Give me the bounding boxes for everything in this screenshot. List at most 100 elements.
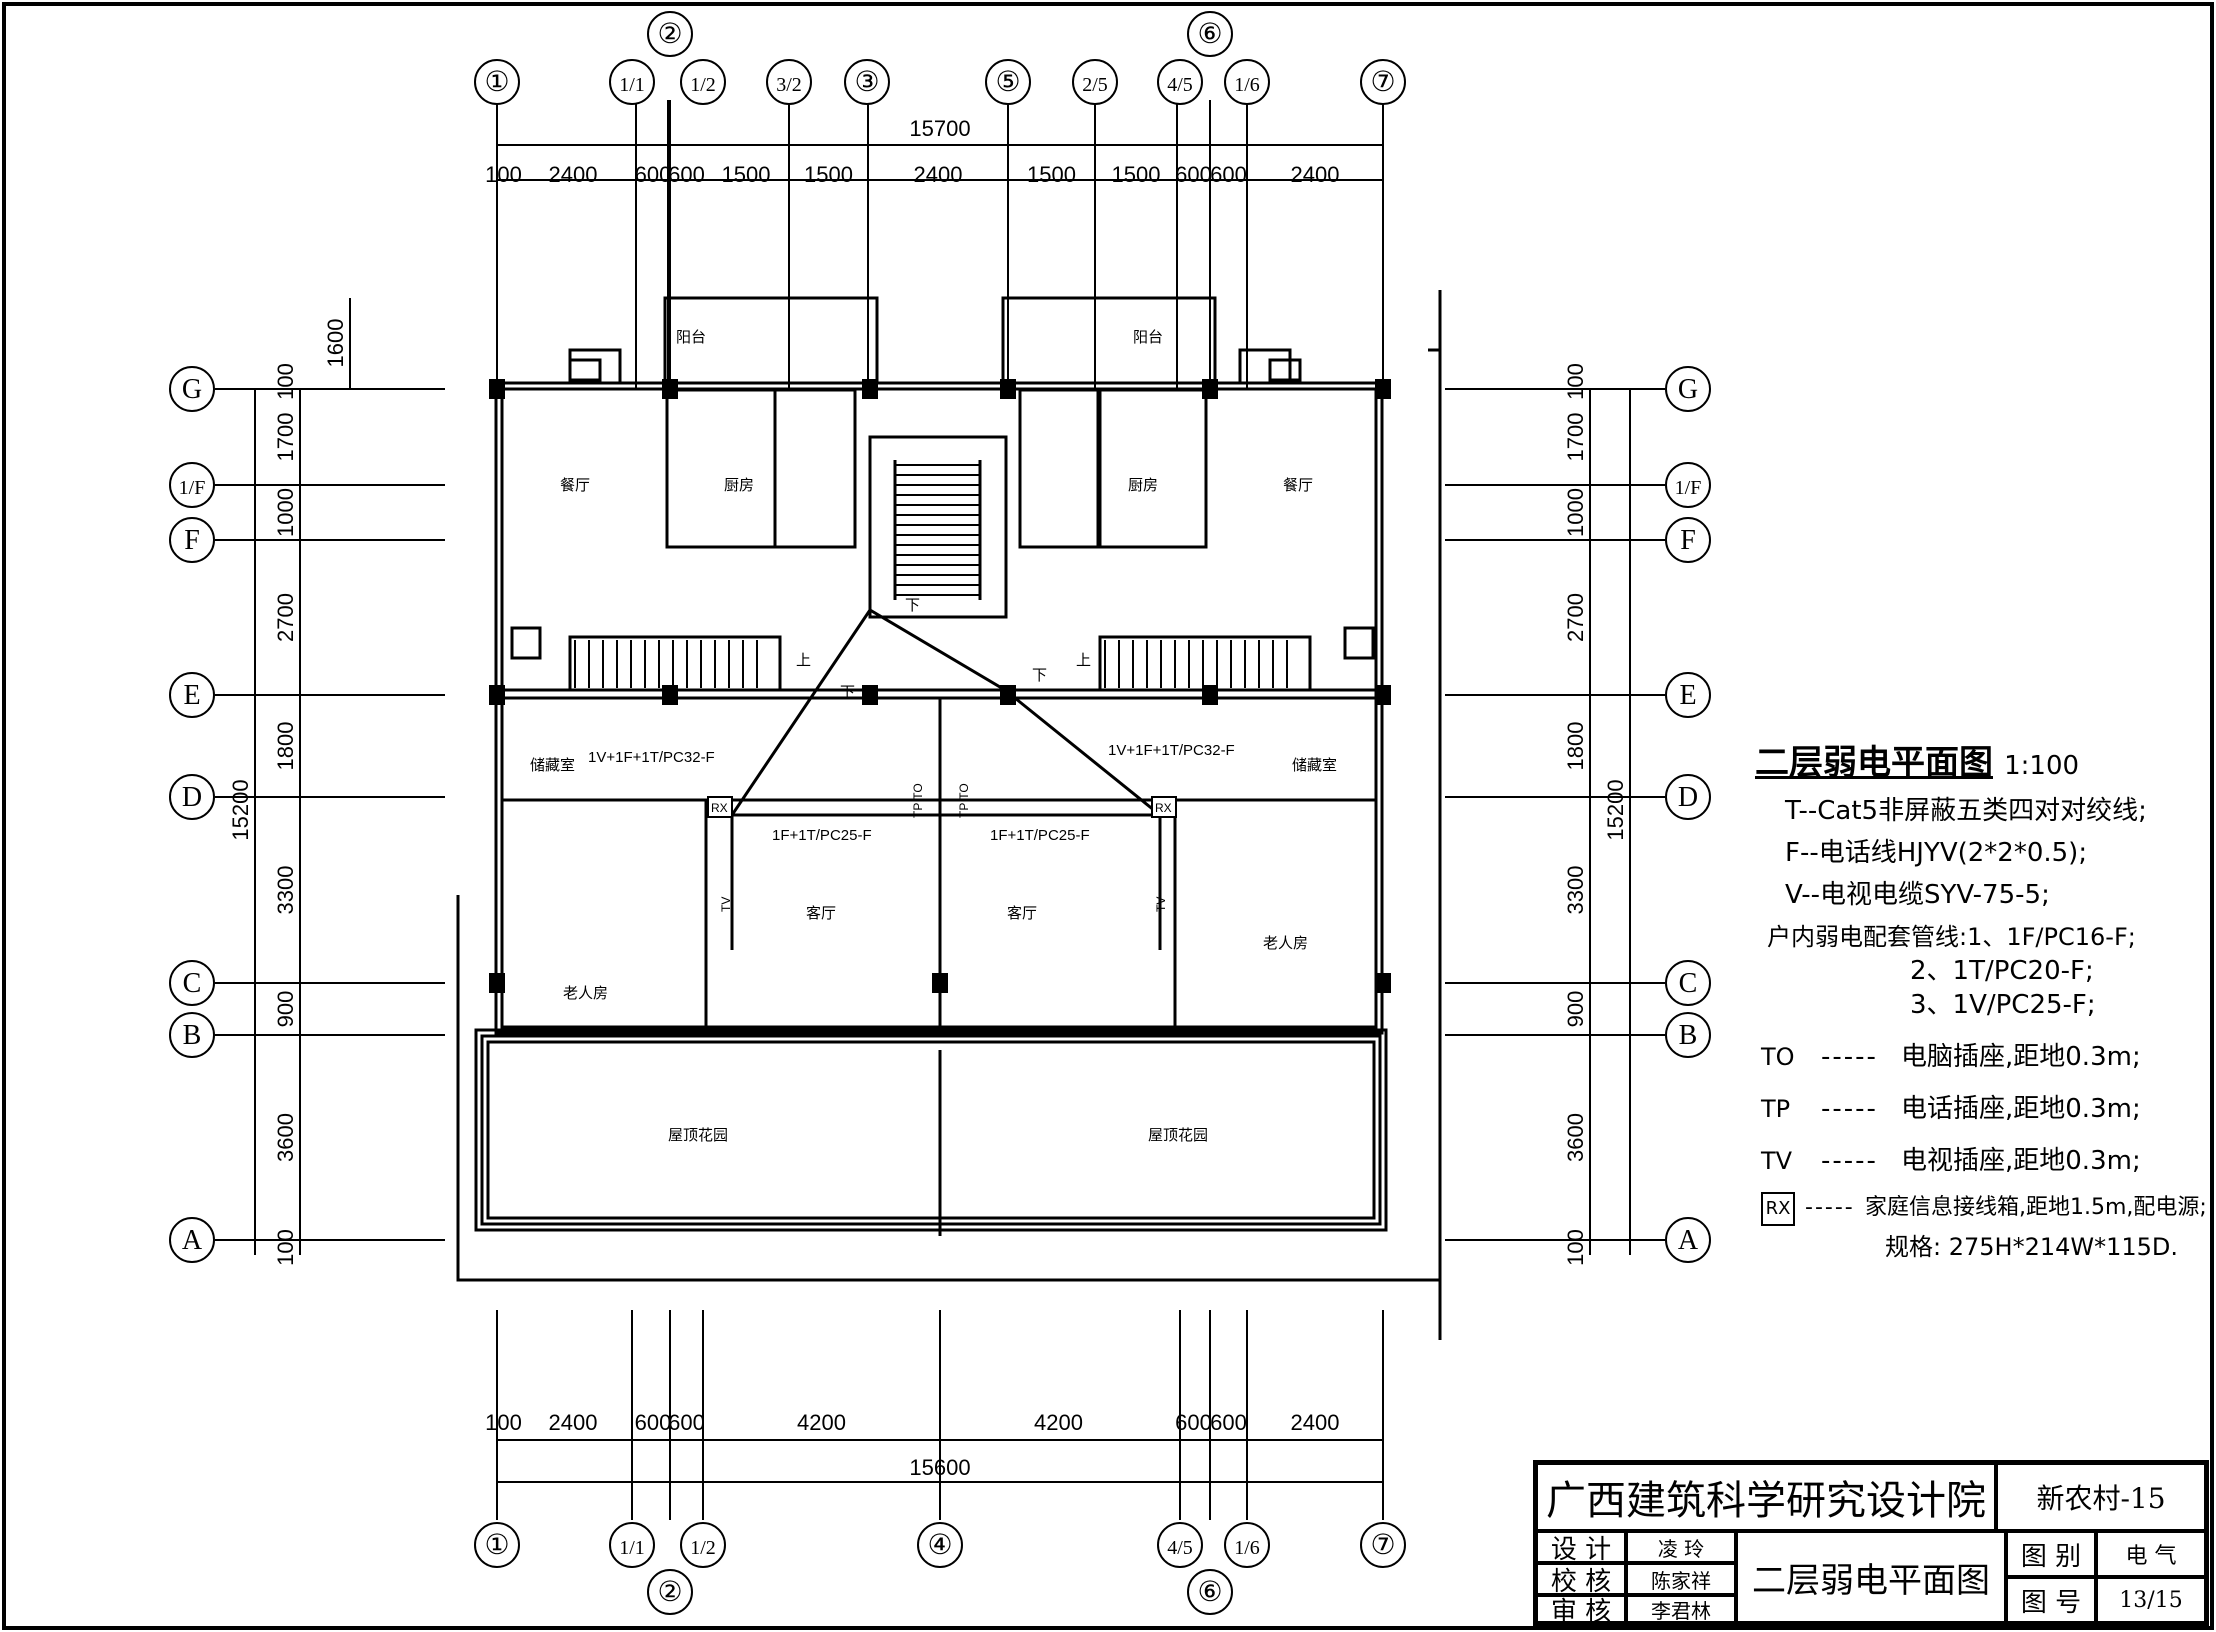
stair-treads — [574, 464, 1288, 688]
dim-bottom-seg-0: 100 — [485, 1410, 522, 1435]
stair-down-label: 下 — [905, 597, 920, 614]
dim-bottom-seg-8: 2400 — [1291, 1410, 1340, 1435]
legend-desc-tp: 电话插座,距地0.3m; — [1901, 1094, 2141, 1124]
dim-top-seg-1: 2400 — [549, 162, 598, 187]
room-kitchen-right: 厨房 — [1128, 477, 1158, 494]
grid-bubble-left-4-text: D — [182, 782, 202, 813]
legend-dash: ----- — [1805, 1195, 1855, 1220]
legend-dash: ----- — [1821, 1094, 1878, 1124]
drawing-title: 二层弱电平面图 — [1736, 1531, 2006, 1623]
grid-bubble-left-3-text: E — [183, 680, 200, 711]
room-garden-right: 屋顶花园 — [1148, 1127, 1208, 1144]
outlet-tp-to-right: TP TO — [957, 783, 971, 818]
grid-lines — [215, 100, 1665, 1520]
dim-top-seg-3: 600 — [668, 162, 705, 187]
dim-right-seg-3: 2700 — [1563, 593, 1588, 642]
legend-scale: 1:100 — [2004, 751, 2080, 781]
cable-branch-left: 1F+1T/PC25-F — [772, 827, 872, 844]
grid-bubble-bottom-7: ⑥ — [1187, 1569, 1233, 1615]
column-5 — [1375, 379, 1391, 399]
column-7 — [662, 685, 678, 705]
grid-bubble-right-7: A — [1665, 1217, 1711, 1263]
grid-bubble-top-4: 3/2 — [766, 59, 812, 105]
grid-bubble-left-5: C — [169, 960, 215, 1006]
dim-right-seg-2: 1000 — [1563, 488, 1588, 537]
legend-line-4: 户内弱电配套管线:1、1F/PC16-F; — [1767, 923, 2136, 951]
dim-left-seg-4: 1800 — [273, 722, 298, 771]
legend-desc-tv: 电视插座,距地0.3m; — [1901, 1146, 2141, 1176]
grid-bubble-right-5-circle — [1665, 960, 1711, 1006]
institute-name: 广西建筑科学研究设计院 — [1536, 1463, 1996, 1531]
legend-desc-rx: 家庭信息接线箱,距地1.5m,配电源; — [1865, 1195, 2207, 1220]
dim-left-seg-3: 2700 — [273, 593, 298, 642]
dim-top-seg-4: 1500 — [722, 162, 771, 187]
check-label: 校 核 — [1536, 1563, 1626, 1597]
grid-bubble-right-4-circle — [1665, 774, 1711, 820]
grid-bubble-top-5-text: ③ — [854, 67, 879, 98]
title-block: 广西建筑科学研究设计院 新农村-15 设 计 凌 玲 校 核 陈家祥 审 核 李… — [1533, 1460, 2209, 1627]
legend-line-5: 2、1T/PC20-F; — [1910, 956, 2094, 986]
grid-bubble-right-4: D — [1665, 774, 1711, 820]
dim-left-total: 15200 — [228, 779, 253, 840]
grid-bubble-left-1: 1/F — [169, 462, 215, 508]
dim-top-total: 15700 — [909, 116, 970, 141]
project-name: 新农村-15 — [1996, 1463, 2206, 1531]
room-elder-left: 老人房 — [563, 985, 608, 1002]
grid-bubble-top-3-text: ② — [657, 19, 682, 50]
grid-bubble-top-0: ① — [474, 59, 520, 105]
grid-bubble-left-0: G — [169, 366, 215, 412]
tv-outlet-icon: TV — [1761, 1147, 1793, 1175]
stair-up-label-left: 上 — [796, 652, 811, 669]
grid-bubble-bottom-6-text: 1/6 — [1234, 1537, 1260, 1559]
cable-run-right: 1V+1F+1T/PC32-F — [1108, 742, 1235, 759]
grid-bubble-bottom-3-text: ② — [657, 1577, 682, 1608]
grid-bubble-top-5: ③ — [844, 59, 890, 105]
grid-bubble-top-1-text: 1/1 — [619, 74, 645, 96]
grid-bubble-right-6-text: B — [1679, 1020, 1698, 1051]
room-storage-right: 储藏室 — [1292, 757, 1337, 774]
grid-bubble-bottom-1-circle — [609, 1522, 655, 1568]
rx-label-left: RX — [711, 801, 728, 815]
grid-bubble-bottom-4: ④ — [917, 1522, 963, 1568]
dim-right-seg-0: 100 — [1563, 363, 1588, 400]
dim-top-seg-8: 1500 — [1112, 162, 1161, 187]
grid-bubble-top-7-text: 2/5 — [1082, 74, 1108, 96]
outlet-tp-to-left: TP TO — [911, 783, 925, 818]
legend-item-tp: TP-----电话插座,距地0.3m; — [1761, 1094, 2195, 1124]
dim-right-seg-6: 900 — [1563, 991, 1588, 1028]
grid-bubble-right-3-text: E — [1679, 680, 1696, 711]
grid-bubble-right-2-text: F — [1680, 525, 1696, 556]
grid-bubble-bottom-2-circle — [680, 1522, 726, 1568]
grid-bubble-top-11-text: ⑦ — [1370, 67, 1395, 98]
grid-bubble-bottom-0: ① — [474, 1522, 520, 1568]
column-1 — [662, 379, 678, 399]
grid-bubble-top-8: 4/5 — [1157, 59, 1203, 105]
grid-bubble-top-2-circle — [680, 59, 726, 105]
dim-left-seg-8: 100 — [273, 1229, 298, 1266]
room-garden-left: 屋顶花园 — [668, 1127, 728, 1144]
grid-bubble-left-4: D — [169, 774, 215, 820]
grid-bubble-top-2: 1/2 — [680, 59, 726, 105]
room-storage-left: 储藏室 — [530, 757, 575, 774]
stair-down-label-left: 下 — [840, 684, 855, 701]
grid-bubble-right-0: G — [1665, 366, 1711, 412]
dim-right-seg-4: 1800 — [1563, 722, 1588, 771]
grid-bubble-top-3-circle — [647, 11, 693, 57]
legend-spec: 规格: 275H*214W*115D. — [1885, 1233, 2179, 1261]
column-13 — [932, 973, 948, 993]
grid-bubble-right-1-circle — [1665, 462, 1711, 508]
legend-item-to: TO-----电脑插座,距地0.3m; — [1761, 1042, 2195, 1072]
dim-left-seg-6: 900 — [273, 991, 298, 1028]
dim-top-seg-5: 1500 — [804, 162, 853, 187]
grid-bubble-right-1: 1/F — [1665, 462, 1711, 508]
dim-bottom-seg-6: 600 — [1175, 1410, 1212, 1435]
room-balcony-left: 阳台 — [676, 329, 706, 346]
legend-line-1: T--Cat5非屏蔽五类四对对绞线; — [1785, 796, 2147, 826]
grid-bubble-bottom-7-circle — [1187, 1569, 1233, 1615]
grid-bubble-top-1: 1/1 — [609, 59, 655, 105]
grid-bubble-bottom-5-circle — [1157, 1522, 1203, 1568]
dim-left-extra: 1600 — [323, 319, 348, 368]
dim-bottom-seg-5: 4200 — [1034, 1410, 1083, 1435]
legend-line-2: F--电话线HJYV(2*2*0.5); — [1785, 838, 2088, 868]
grid-bubble-top-6: ⑤ — [985, 59, 1031, 105]
